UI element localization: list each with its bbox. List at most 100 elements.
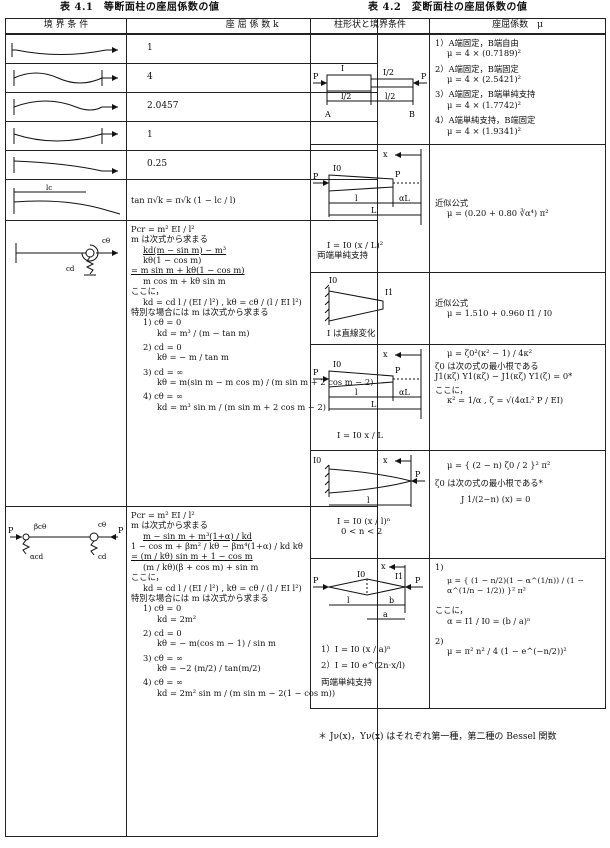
t2-r2-caption: I = I0 (x / L)² (327, 240, 384, 251)
t2-r2-l0: 近似公式 (435, 197, 469, 208)
t1-r7-l14: kθ = m(sin m − m cos m) / (m sin m + 2 c… (157, 377, 374, 388)
t2-row6-diagram: x P P I0 I1 l b a 1）I = I0 (x / a)ⁿ 2）I … (310, 557, 430, 709)
t2-r6-l5: μ = π² n² / 4 (1 − e^(−n/2))² (447, 646, 567, 657)
t1-r7-l11: 2) cd = 0 (143, 341, 182, 352)
t2-r1-p-right: P (421, 72, 427, 81)
t2-r6-l2: ここに， (435, 605, 468, 616)
t2-r6-p-left: P (313, 576, 319, 585)
t2-row5-diagram: I0 x P l I = I0 (x / l)ⁿ 0 < n < 2 (310, 449, 430, 559)
t1-r8-l7: kd = cd l / (EI / l²) , kθ = cθ / (l / E… (143, 582, 302, 593)
t2-r5-l2: J 1/(2−n) (x) = 0 (461, 494, 531, 505)
t1-row7-cd-label: cd (66, 265, 75, 273)
t2-r1-l1: μ = 4 × (0.7189)² (447, 48, 521, 59)
t2-r2-L: L (371, 206, 377, 215)
t1-row7-diagram: cθ cd (5, 220, 127, 507)
t2-r3-i1: I1 (385, 288, 393, 297)
t2-r6-caption3: 両端単純支持 (321, 677, 373, 688)
table-4-2: 柱形状と境界条件 座屈係数 μ P P I I/2 l/2 l/2 A B (310, 18, 606, 709)
t2-r4-l4: κ² = 1/α , ζ = √(4αL² P / EI) (447, 394, 564, 405)
t2-r6-l1: μ = { (1 − n/2)(1 − α^(1/n)) / (1 − α^(1… (447, 575, 584, 595)
t1-row1-diagram (5, 33, 127, 64)
t2-r2-l1: μ = (0.20 + 0.80 ∛α⁴) π² (447, 208, 549, 218)
t1-row2-diagram (5, 63, 127, 93)
t2-r1-i: I (341, 64, 344, 73)
t2-r5-p: P (415, 470, 421, 479)
t2-r1-l6: 4）A端単純支持，B端固定 (435, 115, 536, 126)
t2-r5-caption2: 0 < n < 2 (341, 527, 383, 538)
t1-r8-l8: 特別な場合には m は次式から求まる (131, 592, 269, 603)
t2-row4-values: μ = ζ0²(κ² − 1) / 4κ² ζ0 は次の式の最小根である J1(… (429, 343, 606, 451)
t1-r7-l4: = m sin m + kθ(1 − cos m) (131, 265, 245, 276)
t1-row8-cd: cd (98, 553, 107, 561)
t1-r7-l7: kd = cd l / (EI / l²) , kθ = cθ / (l / E… (143, 296, 302, 307)
t2-row1-diagram: P P I I/2 l/2 l/2 A B (310, 33, 430, 145)
t1-row8-cth: cθ (98, 521, 106, 529)
t1-row7-ctheta-label: cθ (102, 237, 110, 245)
t1-row8-p-right: P (118, 526, 124, 535)
t2-row1-values: 1）A端固定，B端自由 μ = 4 × (0.7189)² 2）A端固定，B端固… (429, 33, 606, 145)
t2-r1-l4: 3）A端固定，B端単純支持 (435, 89, 536, 100)
t2-r1-p-left: P (313, 72, 319, 81)
t1-r8-l14: kθ = −2 (m/2) / tan(m/2) (157, 663, 261, 674)
t1-row8-diagram: P βcθ αcd cθ cd P (5, 506, 127, 837)
t1-r8-l15: 4) cθ = ∞ (143, 677, 183, 688)
t1-row3-diagram (5, 92, 127, 122)
t1-r8-l12: kθ = − m(cos m − 1) / sin m (157, 638, 276, 649)
t2-r6-caption2: 2）I = I0 e^(2n·x/l) (321, 661, 406, 672)
t1-r8-l13: 3) cθ = ∞ (143, 652, 183, 663)
t2-row2-values: 近似公式 μ = (0.20 + 0.80 ∛α⁴) π² (429, 143, 606, 273)
t2-r4-l1: ζ0 は次の式の最小根である (435, 360, 539, 371)
t1-r8-l0: Pcr = m² EI / l² (131, 510, 195, 520)
t1-r8-l9: 1) cθ = 0 (143, 603, 182, 614)
t2-row5-values: μ = { (2 − n) ζ0 / 2 }² π² ζ0 は次の式の最小根であ… (429, 449, 606, 559)
t2-r2-al: αL (399, 194, 410, 203)
t1-r8-l10: kd = 2m² (157, 613, 197, 624)
t1-row4-diagram (5, 121, 127, 151)
t2-r1-b: B (409, 110, 415, 119)
t1-r8-l2: m − sin m + m³(1+α) / kd (143, 530, 252, 541)
table-4-1: 境 界 条 件 座 屈 係 数 k 1 4 2.0457 1 0.25 lc (5, 18, 379, 837)
t1-row8-p-left: P (8, 526, 14, 535)
t1-r7-l8: 特別な場合には m は次式から求まる (131, 306, 269, 317)
t2-r4-l: l (355, 388, 358, 397)
t2-r3-l0: 近似公式 (435, 297, 469, 308)
t1-r8-l11: 2) cd = 0 (143, 627, 182, 638)
t2-r5-i0: I0 (313, 456, 321, 465)
t2-r6-l0: 1) (435, 561, 444, 572)
t2-r5-x: x (383, 456, 388, 465)
t2-r4-l3: ここに， (435, 384, 468, 395)
t2-r4-x: x (383, 350, 388, 359)
t2-r1-l0: 1）A端固定，B端自由 (435, 38, 519, 48)
t2-r6-a: a (383, 610, 388, 619)
t2-r6-caption1: 1）I = I0 (x / a)ⁿ (321, 644, 391, 655)
t2-r2-l: l (355, 194, 358, 203)
t2-row2-diagram: x P I0 P l αL L I = I0 (x / L)² 両端単純支持 (310, 143, 430, 273)
t1-r8-l6: ここに， (131, 572, 164, 583)
t2-r4-p-right: P (395, 366, 401, 375)
table1-title: 表 4.1 等断面柱の座屈係数の値 (60, 2, 220, 13)
t1-r7-l5: m cos m + kθ sin m (143, 275, 226, 286)
t2-r4-l0: μ = ζ0²(κ² − 1) / 4κ² (447, 347, 533, 358)
table2-footnote: ＊ Jν(x)，Yν(x) はそれぞれ第一種，第二種の Bessel 関数 (318, 732, 557, 742)
t1-r7-l9: 1) cθ = 0 (143, 317, 182, 328)
t2-r5-l: l (367, 496, 370, 505)
t2-r1-i2: I/2 (383, 68, 394, 77)
t2-r3-i0: I0 (329, 276, 337, 285)
t2-header-shape: 柱形状と境界条件 (310, 18, 430, 35)
t2-r3-caption: I は直線変化 (327, 328, 376, 339)
t2-r1-l5: μ = 4 × (1.7742)² (447, 99, 521, 110)
t2-r5-l0: μ = { (2 − n) ζ0 / 2 }² π² (447, 459, 551, 470)
t2-r1-l7: μ = 4 × (1.9341)² (447, 125, 521, 136)
t2-r1-a: A (324, 110, 331, 119)
t1-r7-l16: kd = m³ sin m / (m sin m + 2 cos m − 2) (157, 401, 327, 412)
t2-r6-i1: I1 (395, 572, 403, 581)
t2-r1-l2b: l/2 (385, 92, 395, 101)
t1-header-condition: 境 界 条 件 (5, 18, 127, 35)
t1-r7-l0: Pcr = m² EI / l² (131, 224, 195, 234)
t2-r4-caption: I = I0 x / L (337, 430, 384, 441)
table2-title: 表 4.2 変断面柱の座屈係数の値 (368, 2, 528, 13)
t2-r1-l2: 2）A端固定，B端固定 (435, 63, 519, 74)
t1-r7-l2: kd(m − sin m) − m³ (143, 244, 227, 255)
t1-r7-l6: ここに， (131, 286, 164, 297)
t2-r2-caption2: 両端単純支持 (317, 251, 369, 262)
